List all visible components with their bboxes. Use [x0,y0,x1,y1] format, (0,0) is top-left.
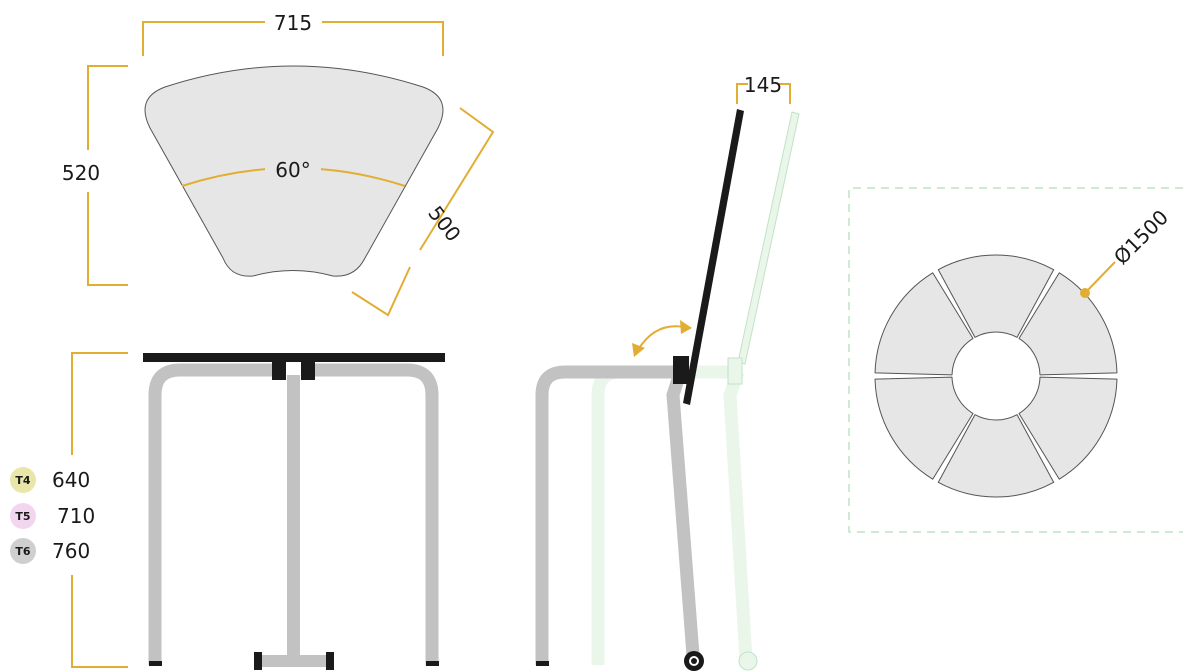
tilt-arrow-head-top [680,320,692,334]
height-option-t6: T6 760 [10,538,90,564]
diameter-leader-dot [1080,288,1090,298]
depth-label: 520 [62,161,100,185]
ring-segment [874,272,974,376]
badge-t5 [10,503,36,529]
front-base-foot-left [254,652,262,670]
front-left-leg [148,363,275,665]
width-dimension-line [142,21,265,56]
front-base-bar [258,655,330,667]
ghost-caster [738,651,758,671]
diameter-label: Ø1500 [1109,205,1173,269]
height-dimension-line-bottom [71,575,128,668]
front-right-leg [312,363,439,665]
front-bracket-right [301,360,315,380]
badge-t4-label: T4 [15,474,31,487]
ring-segment [937,414,1055,498]
arrangement-boundary [848,187,1183,533]
side-label: 500 [423,201,465,246]
side-dimension-line [419,107,495,251]
ghost-tabletop [737,111,800,365]
side-rear-leg [535,365,680,665]
front-bracket-left [272,360,286,380]
front-view: T4 640 T5 710 T6 760 [10,352,445,670]
badge-t5-label: T5 [15,510,30,523]
height-t5-value: 710 [57,504,95,528]
tilt-arrow-arc [637,325,685,351]
front-center-column [287,375,300,659]
ghost-rear-leg [591,365,728,665]
tilt-arrow-head-bottom [632,343,645,357]
ring-segments [874,254,1118,498]
side-glide [536,661,549,666]
side-caster-center [691,658,697,664]
ring-segment [1018,376,1118,480]
height-option-t5: T5 710 [10,503,95,529]
arrangement-view: Ø1500 [848,187,1183,533]
width-dimension-line-right [322,21,444,56]
side-front-leg [666,368,700,656]
tilt-offset-dimension-right [779,83,791,104]
diameter-leader-line [1084,261,1116,294]
badge-t4 [10,467,36,493]
front-tabletop-edge [143,353,445,362]
depth-dimension-line-bottom [87,192,128,286]
height-option-t4: T4 640 [10,467,90,493]
angle-label: 60° [275,158,310,182]
front-glide-right [426,661,439,666]
ring-segment [874,376,974,480]
height-dimension-line-top [71,352,128,455]
tilt-offset-dimension-left [736,83,748,104]
side-dimension-line-lower [351,266,411,317]
side-tabletop-tilted [683,109,744,405]
tilt-offset-label: 145 [744,73,782,97]
ghost-bracket [727,357,743,385]
side-view: 145 [535,73,800,671]
front-base-foot-right [326,652,334,670]
top-view: 60° 715 520 500 [62,11,495,317]
ghost-front-leg [723,369,753,661]
angle-label-bg [265,156,321,184]
front-glide-left [149,661,162,666]
badge-t6 [10,538,36,564]
badge-t6-label: T6 [15,545,31,558]
height-t4-value: 640 [52,468,90,492]
side-bracket [673,356,689,384]
width-label: 715 [274,11,312,35]
depth-dimension-line-top [87,65,128,150]
height-t6-value: 760 [52,539,90,563]
ring-segment [937,254,1055,338]
